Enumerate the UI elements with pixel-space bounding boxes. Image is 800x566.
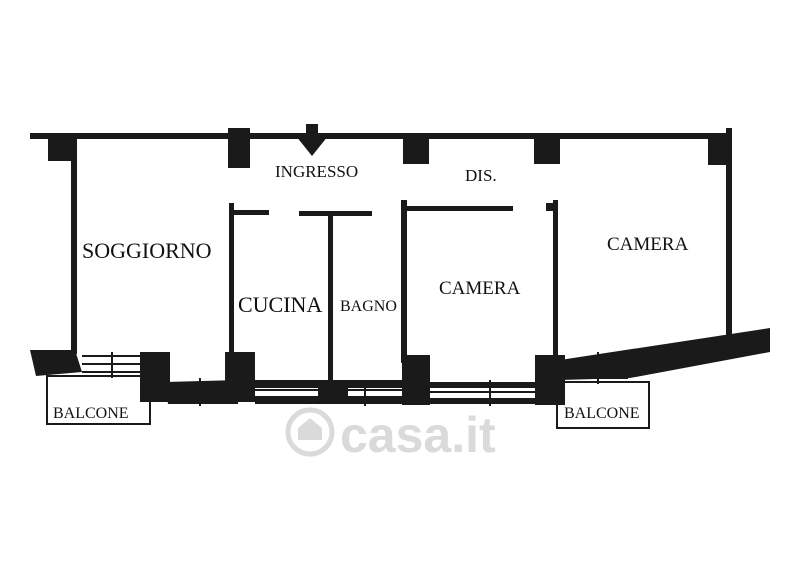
bottom-facade — [30, 328, 770, 406]
interior-walls — [229, 200, 558, 381]
outer-walls — [30, 128, 732, 354]
entrance-arrow-icon — [296, 124, 328, 156]
room-label-camera-right: CAMERA — [607, 234, 689, 255]
room-label-bagno: BAGNO — [340, 298, 397, 315]
watermark: casa.it — [285, 407, 496, 463]
balcone-right-outline — [556, 381, 650, 429]
balcone-left-outline — [46, 375, 151, 425]
room-label-balcone-right: BALCONE — [564, 405, 640, 422]
room-label-soggiorno: SOGGIORNO — [82, 238, 212, 263]
watermark-text: casa.it — [340, 407, 496, 463]
room-label-camera-center: CAMERA — [439, 278, 521, 299]
room-label-balcone-left: BALCONE — [53, 405, 129, 422]
room-label-dis: DIS. — [465, 166, 497, 185]
room-label-ingresso: INGRESSO — [275, 162, 358, 181]
room-label-cucina: CUCINA — [238, 292, 322, 317]
house-logo-icon — [285, 407, 335, 457]
